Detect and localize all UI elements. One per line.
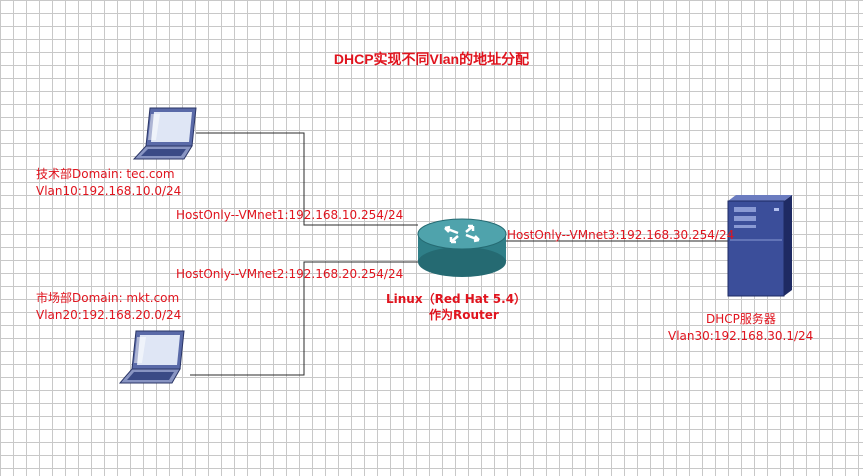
router-role-label: 作为Router	[429, 308, 499, 322]
link-market-router	[190, 261, 418, 376]
link-vmnet2-label: HostOnly--VMnet2:192.168.20.254/24	[176, 267, 404, 281]
diagram-title: DHCP实现不同Vlan的地址分配	[333, 51, 530, 67]
router-os-label: Linux（Red Hat 5.4）	[386, 292, 527, 306]
link-tech-router	[196, 132, 418, 226]
laptop-tech-icon	[132, 107, 197, 160]
pc-market-vlan-label: Vlan20:192.168.20.0/24	[36, 308, 182, 322]
server-icon	[727, 195, 792, 297]
link-vmnet1-label: HostOnly--VMnet1:192.168.10.254/24	[176, 208, 404, 222]
server-vlan-label: Vlan30:192.168.30.1/24	[668, 329, 814, 343]
pc-market-domain-label: 市场部Domain: mkt.com	[36, 291, 180, 305]
laptop-market-icon	[118, 330, 185, 384]
pc-tech-vlan-label: Vlan10:192.168.10.0/24	[36, 184, 182, 198]
server-name-label: DHCP服务器	[706, 312, 776, 326]
pc-tech-domain-label: 技术部Domain: tec.com	[36, 167, 175, 181]
router-icon	[417, 218, 507, 277]
link-vmnet3-label: HostOnly--VMnet3:192.168.30.254/24	[507, 228, 735, 242]
